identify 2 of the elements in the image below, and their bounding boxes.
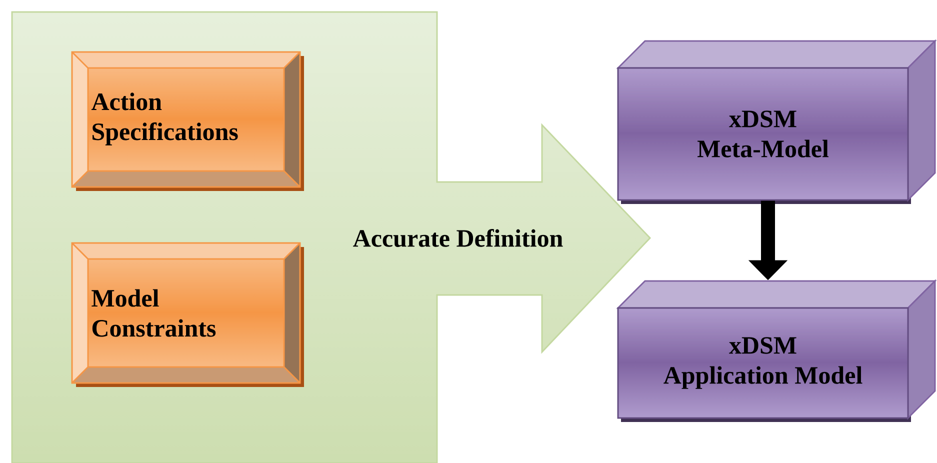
beveled-box: Model Constraints	[71, 242, 304, 387]
beveled-box: Action Specifications	[71, 51, 304, 191]
